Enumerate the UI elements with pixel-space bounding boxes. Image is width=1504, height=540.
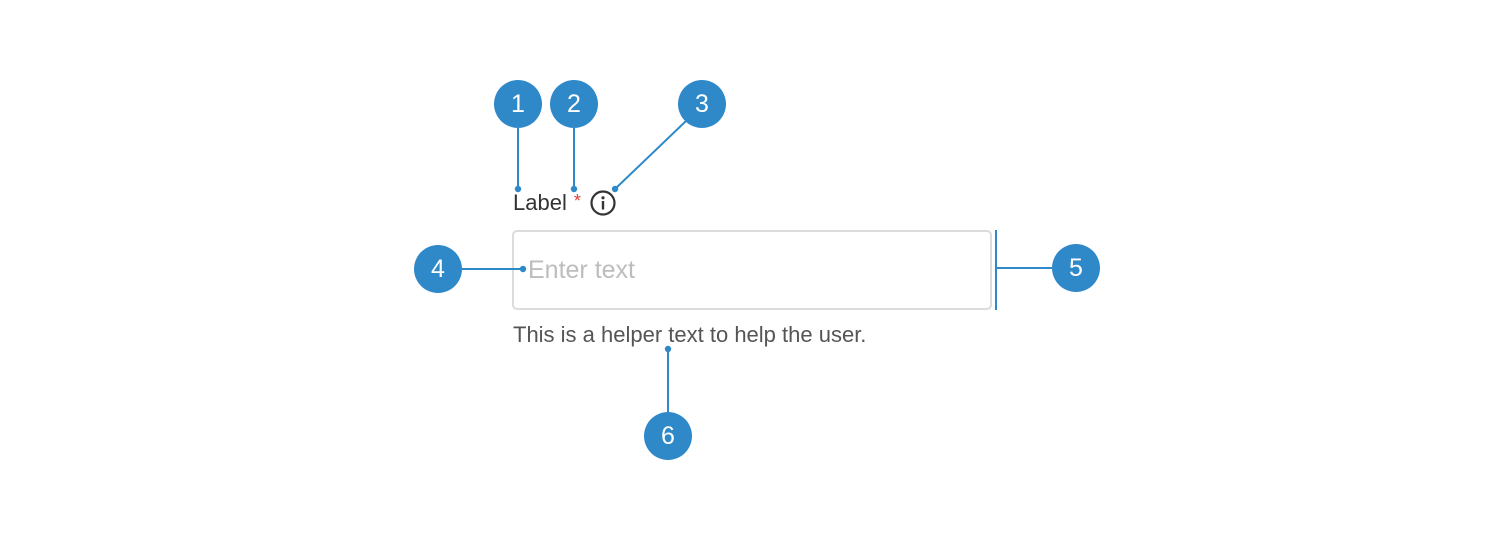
callout-number: 5 [1069, 254, 1083, 282]
callout-4: 4 [414, 245, 462, 293]
callout-number: 6 [661, 422, 675, 450]
callout-5: 5 [1052, 244, 1100, 292]
callout-6: 6 [644, 412, 692, 460]
helper-text: This is a helper text to help the user. [513, 322, 867, 347]
text-input[interactable] [512, 230, 992, 310]
required-indicator: * [573, 191, 581, 211]
callout-number: 2 [567, 90, 581, 118]
field-label: Label * [513, 189, 617, 217]
callout-number: 4 [431, 255, 445, 283]
callout-2: 2 [550, 80, 598, 128]
callout-number: 1 [511, 90, 525, 118]
label-text: Label [513, 190, 567, 215]
callout-number: 3 [695, 90, 709, 118]
callout-1: 1 [494, 80, 542, 128]
callout-3: 3 [678, 80, 726, 128]
info-icon[interactable] [589, 189, 617, 217]
